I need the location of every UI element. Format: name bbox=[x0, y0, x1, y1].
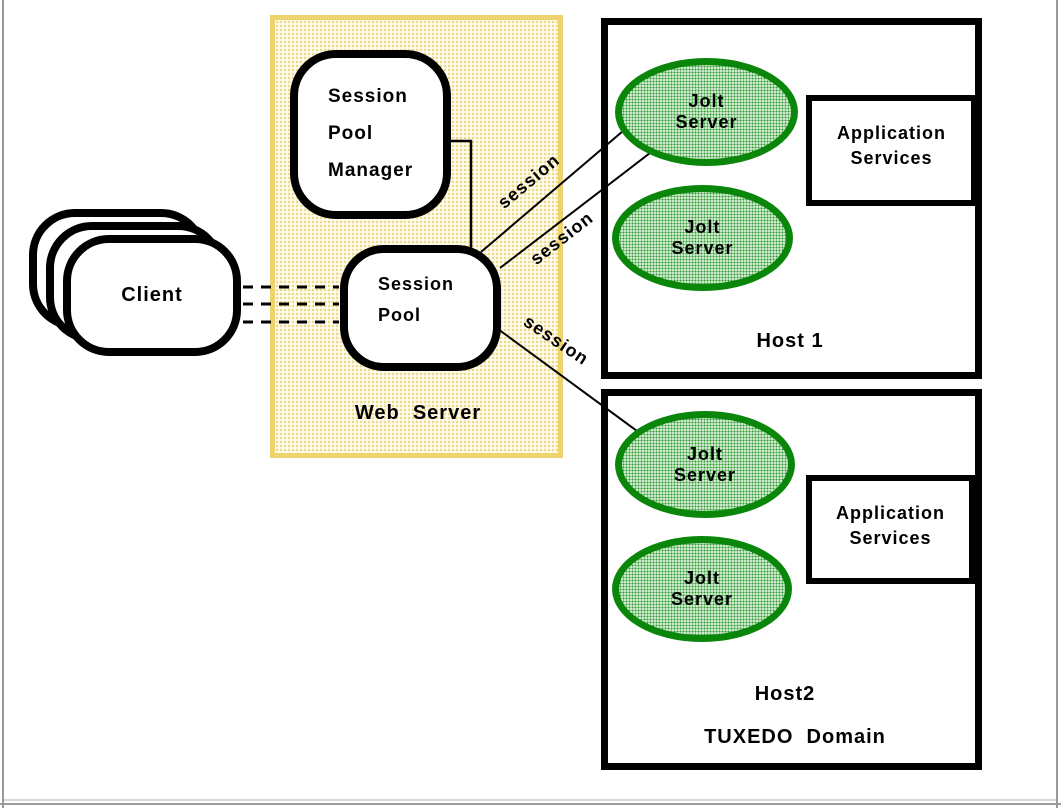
jolt-server-node-host1-a: Jolt Server bbox=[615, 58, 798, 166]
client-label: Client bbox=[121, 284, 183, 306]
application-services-box-host1: Application Services bbox=[806, 95, 977, 206]
client-node: Client bbox=[63, 235, 241, 356]
host1-box bbox=[601, 18, 982, 379]
frame-left-edge bbox=[2, 0, 4, 808]
host2-label: Host2 bbox=[754, 683, 816, 705]
session-pool-manager-node: Session Pool Manager bbox=[290, 50, 451, 219]
jolt-server-node-host1-b: Jolt Server bbox=[612, 185, 793, 291]
frame-bottom-edge bbox=[0, 803, 1061, 805]
jolt-server-label: Jolt Server bbox=[670, 568, 734, 609]
jolt-server-node-host2-b: Jolt Server bbox=[612, 536, 792, 642]
frame-right-edge bbox=[1056, 0, 1058, 808]
session-pool-node: Session Pool bbox=[340, 245, 501, 371]
manager-pool-connector bbox=[449, 139, 473, 251]
jolt-server-label: Jolt Server bbox=[671, 217, 734, 258]
application-services-box-host2: Application Services bbox=[806, 475, 975, 584]
session-line-1 bbox=[480, 130, 624, 253]
session-line-3 bbox=[497, 328, 638, 432]
host2-box bbox=[601, 389, 982, 770]
frame-bottom-highlight bbox=[4, 799, 1056, 801]
web-server-label: Web Server bbox=[354, 402, 482, 424]
tuxedo-domain-label: TUXEDO Domain bbox=[704, 726, 886, 748]
session-line-2 bbox=[499, 152, 651, 269]
jolt-server-node-host2-a: Jolt Server bbox=[615, 411, 795, 518]
host1-label: Host 1 bbox=[756, 330, 824, 352]
jolt-server-label: Jolt Server bbox=[675, 91, 738, 132]
jolt-server-label: Jolt Server bbox=[673, 443, 737, 485]
